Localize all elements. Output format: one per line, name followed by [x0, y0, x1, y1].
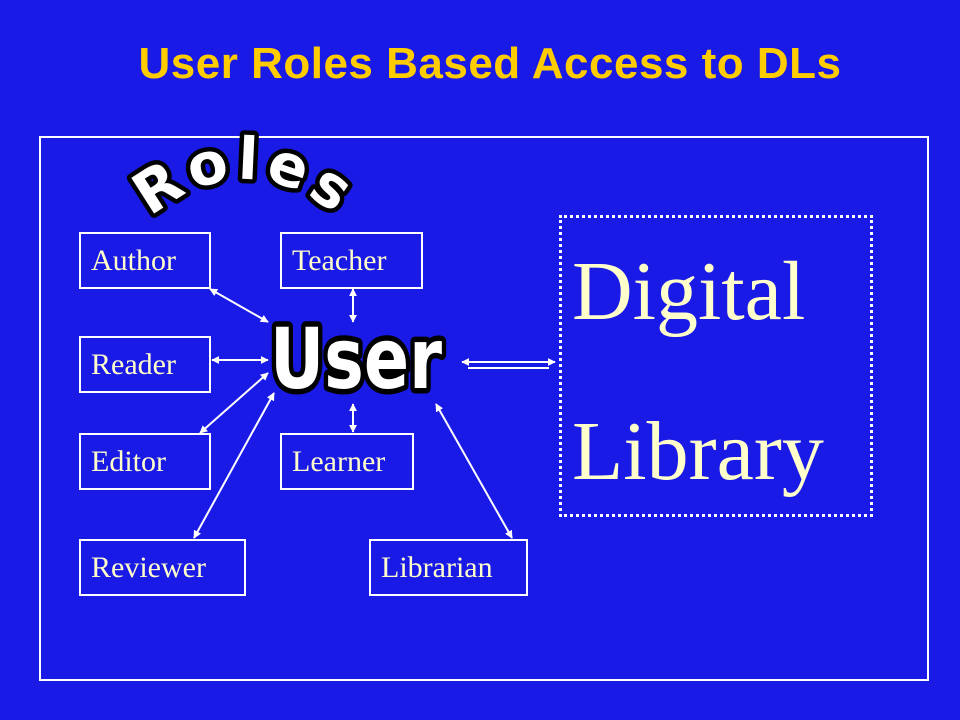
diagram-frame	[39, 136, 929, 681]
user-wordart: User	[270, 310, 442, 408]
role-box-author: Author	[79, 232, 211, 289]
roles-wordart: Roles	[121, 125, 371, 229]
role-box-learner: Learner	[280, 433, 414, 490]
role-box-teacher: Teacher	[280, 232, 423, 289]
slide-title: User Roles Based Access to DLs	[138, 39, 842, 88]
arrow-author-user	[209, 288, 269, 323]
role-box-librarian: Librarian	[369, 539, 528, 596]
library-label-line1: Digital	[572, 245, 806, 338]
arrow-reviewer-user	[193, 392, 275, 539]
arrow-librarian-user	[435, 403, 513, 539]
library-label-line2: Library	[572, 405, 824, 498]
digital-library-box: Digital Library	[559, 215, 873, 517]
role-box-reviewer: Reviewer	[79, 539, 246, 596]
role-box-editor: Editor	[79, 433, 211, 490]
role-box-reader: Reader	[79, 336, 211, 393]
